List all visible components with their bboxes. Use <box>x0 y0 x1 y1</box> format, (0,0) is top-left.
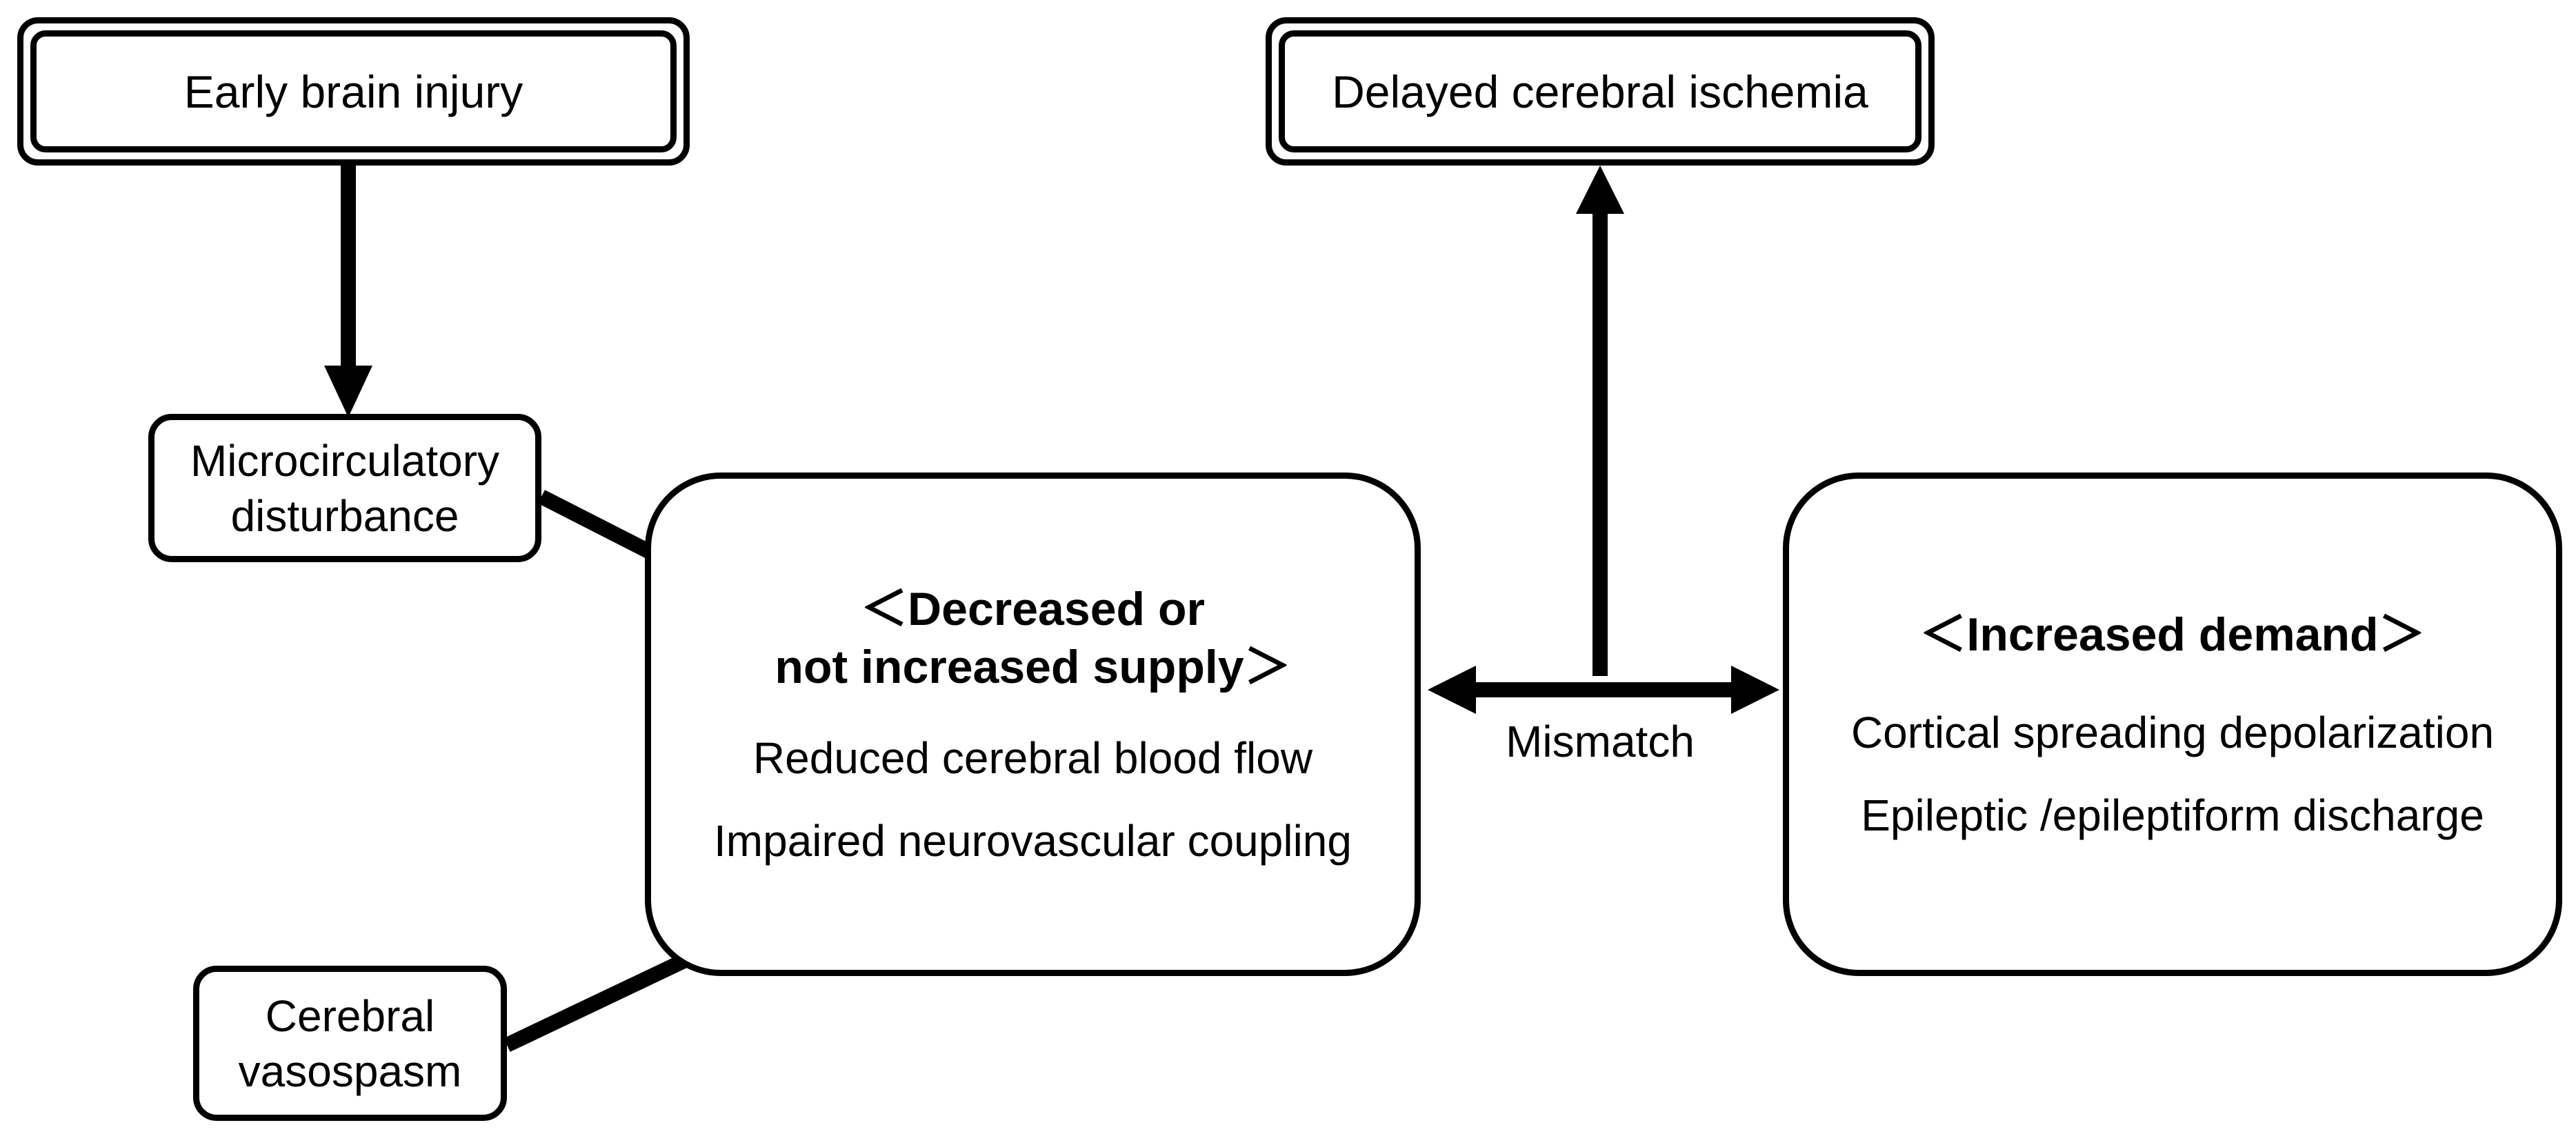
delayed-cerebral-ischemia-box: Delayed cerebral ischemia <box>1266 17 1935 166</box>
supply-heading-line-1: ＜Decreased or <box>861 583 1205 635</box>
early-brain-injury-label: Early brain injury <box>183 66 523 117</box>
arrowhead-mismatch-left <box>1428 666 1476 714</box>
demand-heading: ＜Increased demand＞ <box>1919 608 2426 661</box>
mismatch-label: Mismatch <box>1506 717 1695 766</box>
delayed-cerebral-ischemia-label: Delayed cerebral ischemia <box>1332 66 1868 117</box>
microcirculatory-line-1: Microcirculatory <box>190 435 500 486</box>
microcirculatory-line-2: disturbance <box>230 490 459 541</box>
arrowhead-micro <box>324 366 372 417</box>
arrowhead-mismatch-right <box>1731 666 1779 714</box>
demand-box: ＜Increased demand＞ Cortical spreading de… <box>1783 472 2562 976</box>
early-brain-injury-box: Early brain injury <box>17 17 690 166</box>
supply-box: ＜Decreased or not increased supply＞ Redu… <box>645 472 1421 976</box>
supply-heading-line-2: not increased supply＞ <box>775 641 1291 693</box>
demand-item: Epileptic /epileptiform discharge <box>1861 790 2484 840</box>
microcirculatory-disturbance-box: Microcirculatory disturbance <box>148 414 541 562</box>
supply-item: Reduced cerebral blood flow <box>752 733 1313 783</box>
vasospasm-line-1: Cerebral <box>265 991 435 1041</box>
arrowhead-dci <box>1576 166 1624 214</box>
demand-item: Cortical spreading depolarization <box>1850 708 2495 757</box>
cerebral-vasospasm-box: Cerebral vasospasm <box>193 966 507 1121</box>
vasospasm-line-2: vasospasm <box>238 1046 462 1096</box>
supply-item: Impaired neurovascular coupling <box>714 816 1352 866</box>
